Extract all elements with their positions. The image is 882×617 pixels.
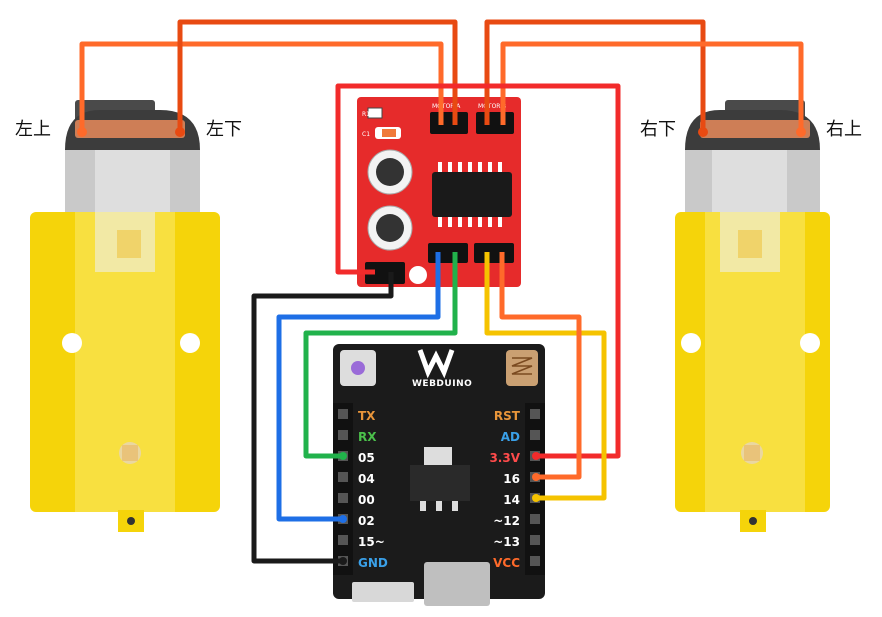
wire-green-signal: [303, 252, 458, 459]
right-motor-top-label: 右上: [826, 119, 862, 140]
pin-label-13: ~13: [493, 535, 520, 549]
board-brand: WEBDUINO: [412, 379, 472, 389]
left-motor-terminal: [75, 120, 185, 138]
pin-label-ad: AD: [501, 430, 520, 444]
wire-right-bottom: [484, 19, 706, 132]
webduino-logo: [417, 349, 455, 379]
wire-yellow-signal: [484, 252, 607, 501]
pin-label-rst: RST: [494, 409, 521, 423]
pin-label-04: 04: [358, 472, 375, 486]
left-motor-top-label: 左上: [15, 119, 51, 140]
pin-label-vcc: VCC: [493, 556, 520, 570]
pin-label-rx: RX: [358, 430, 377, 444]
left-motor: [30, 100, 220, 532]
right-motor-terminal: [700, 120, 810, 138]
r1-label: R1: [362, 111, 370, 118]
right-motor: [675, 100, 830, 532]
pin-label-00: 00: [358, 493, 375, 507]
right-motor-bottom-label: 右下: [640, 119, 676, 140]
pin-label-16: 16: [503, 472, 520, 486]
wire-blue-signal: [276, 252, 441, 522]
wires: [79, 19, 804, 564]
wire-orange-signal: [499, 252, 582, 480]
c1-label: C1: [362, 131, 370, 138]
motor-b-label: MOTOR-B: [478, 103, 506, 110]
pin-label-14: 14: [503, 493, 520, 507]
pin-label-05: 05: [358, 451, 375, 465]
pin-label-15: 15~: [358, 535, 385, 549]
pin-label-gnd: GND: [358, 556, 388, 570]
pin-label-3v3: 3.3V: [489, 451, 520, 465]
motor-a-label: MOTOR-A: [432, 103, 461, 110]
wire-black-ground: [251, 272, 394, 564]
pin-label-02: 02: [358, 514, 375, 528]
wire-endpoints: [77, 127, 806, 565]
pin-label-12: ~12: [493, 514, 520, 528]
webduino-board: WEBDUINO: [333, 344, 545, 606]
left-motor-bottom-label: 左下: [206, 119, 242, 140]
pin-label-tx: TX: [358, 409, 376, 423]
wire-left-bottom: [177, 19, 458, 132]
